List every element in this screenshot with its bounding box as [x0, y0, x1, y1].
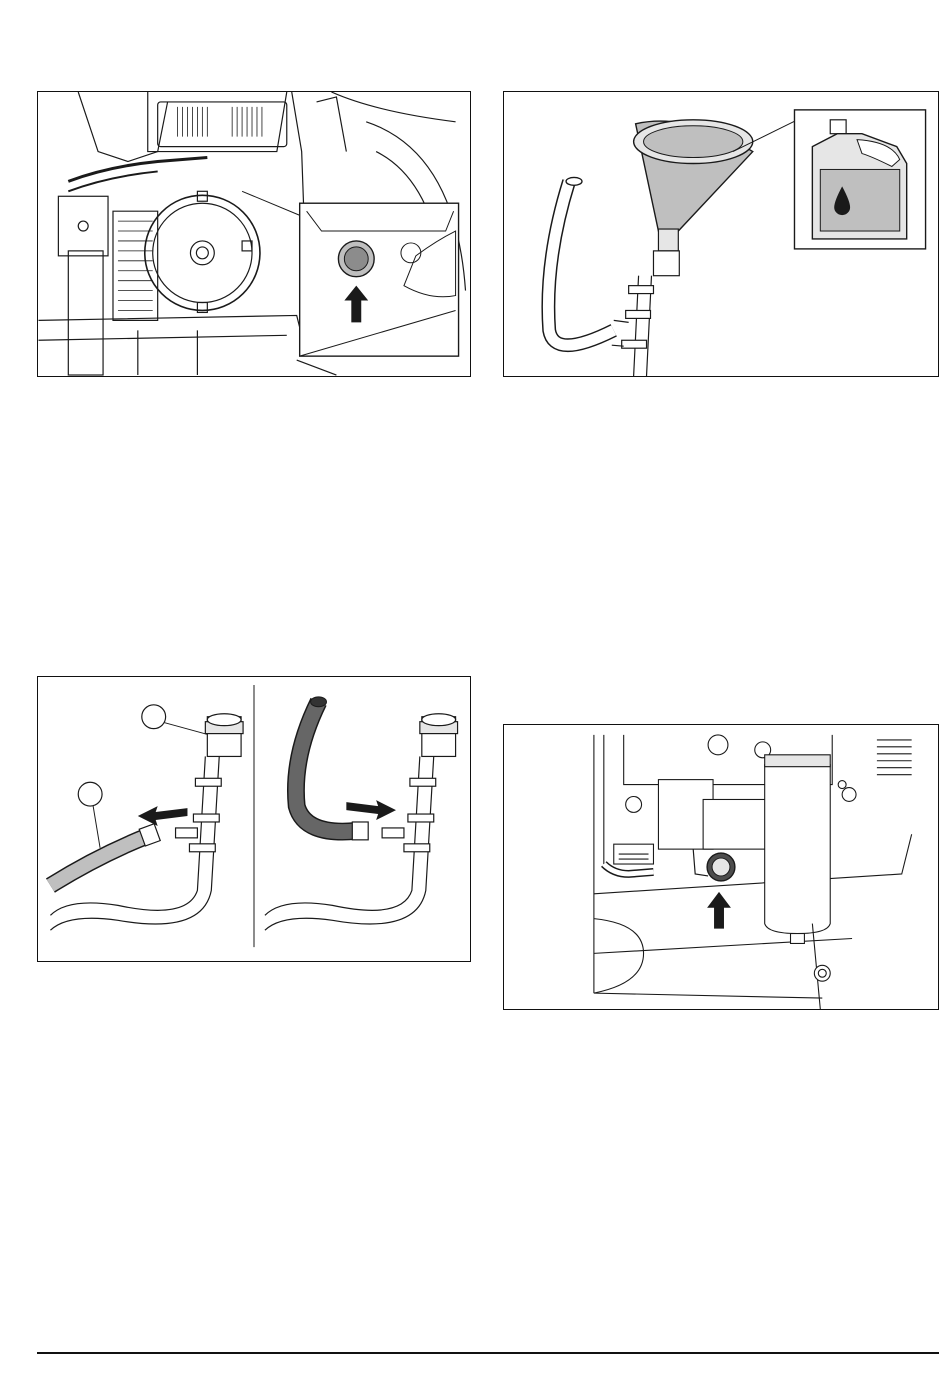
arrow-right-icon — [346, 800, 396, 820]
filter-illustration — [504, 725, 938, 1009]
panel-disconnect — [50, 705, 243, 930]
arrow-left-icon — [138, 806, 188, 826]
figure-hose-connection — [37, 676, 471, 962]
figure-filter-drain-plug — [503, 724, 939, 1010]
funnel-illustration — [504, 92, 938, 376]
footer-rule — [37, 1352, 939, 1354]
callout-1 — [142, 705, 166, 729]
drain-plug — [693, 849, 735, 881]
inset-oil-canister — [794, 110, 925, 249]
panel-reconnect — [265, 697, 458, 930]
callout-2 — [78, 782, 102, 806]
inset-detail-drain-plug — [300, 203, 459, 356]
figure-engine-drain-plug — [37, 91, 471, 377]
funnel — [634, 120, 753, 276]
figure-funnel-oil-fill — [503, 91, 939, 377]
engine-illustration — [38, 92, 470, 376]
arrow-up-icon — [707, 892, 731, 929]
hose-connection-illustration — [38, 677, 470, 961]
